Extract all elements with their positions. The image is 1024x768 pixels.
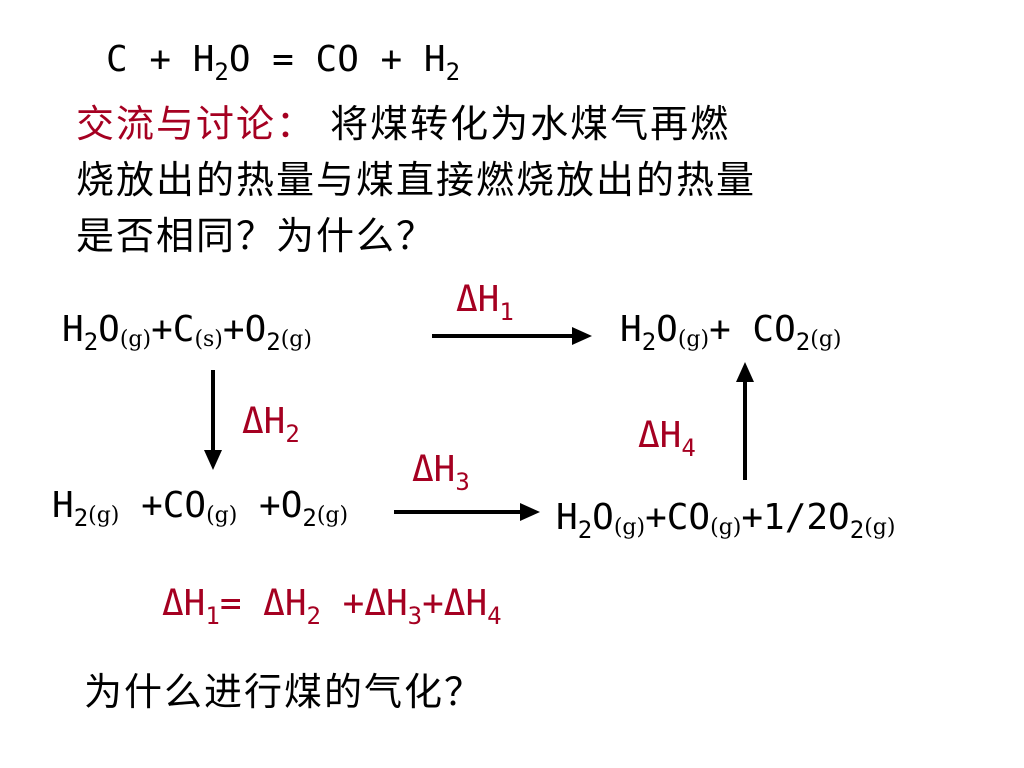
phase-label: (s): [194, 327, 223, 352]
species: O: [98, 309, 120, 350]
label-dh2: ΔH2: [242, 401, 300, 447]
hess-term: = ΔH: [219, 583, 307, 624]
species-sub: 2: [641, 328, 657, 356]
species: +C: [151, 309, 195, 350]
eq-sub: 2: [214, 58, 229, 86]
species: + CO: [709, 309, 796, 350]
arrow-head: [572, 327, 592, 345]
species-sub: 2: [266, 328, 281, 356]
state-intermediate-1: H2(g) +CO(g) +O2(g): [52, 485, 348, 531]
hess-sub: 3: [407, 602, 423, 630]
species-sub: 2: [577, 516, 593, 544]
hess-term: +ΔH: [422, 583, 488, 624]
top-equation: C + H2O = CO + H2: [106, 39, 460, 85]
species: O: [656, 309, 678, 350]
hess-term: +ΔH: [320, 583, 408, 624]
state-end: H2O(g)+ CO2(g): [620, 309, 841, 355]
species-sub: 2: [302, 504, 317, 532]
label-dh4: ΔH4: [638, 415, 696, 461]
species-sub: 2: [849, 516, 865, 544]
phase-label: (g): [613, 515, 646, 540]
eq-mid: O = CO + H: [228, 39, 446, 80]
eq-left: C + H: [106, 39, 215, 80]
question-text: 为什么进行煤的气化？: [84, 670, 485, 714]
species-sub: 2: [795, 328, 811, 356]
phase-label: (g): [710, 515, 742, 540]
eq-sub: 2: [445, 58, 461, 86]
discussion-line: 烧放出的热量与煤直接燃烧放出的热量: [76, 158, 757, 202]
discussion-paragraph: 交流与讨论： 将煤转化为水煤气再燃 烧放出的热量与煤直接燃烧放出的热量 是否相同…: [76, 96, 956, 264]
delta-h-sub: 2: [285, 420, 300, 448]
delta-h-text: ΔH: [456, 279, 500, 320]
species-sub: 2: [83, 328, 99, 356]
discussion-line: 是否相同？为什么？: [76, 214, 437, 258]
state-intermediate-2: H2O(g)+CO(g)+1/2O2(g): [556, 497, 895, 543]
hess-equation: ΔH1= ΔH2 +ΔH3+ΔH4: [162, 583, 502, 629]
discussion-label: 交流与讨论：: [76, 102, 317, 146]
species: +CO: [645, 497, 711, 538]
species: H: [620, 309, 642, 350]
delta-h-sub: 3: [455, 468, 470, 496]
species: +O: [237, 485, 303, 526]
species: +CO: [119, 485, 207, 526]
label-dh3: ΔH3: [412, 449, 470, 495]
phase-label: (g): [677, 327, 710, 352]
phase-label: (g): [864, 515, 896, 540]
species: O: [592, 497, 614, 538]
phase-label: (g): [810, 327, 842, 352]
arrow-head: [736, 362, 754, 382]
state-start: H2O(g)+C(s)+O2(g): [62, 309, 312, 355]
hess-sub: 4: [487, 602, 502, 630]
delta-h-sub: 4: [681, 434, 696, 462]
arrow-head: [204, 450, 222, 470]
delta-h-text: ΔH: [638, 415, 682, 456]
delta-h-text: ΔH: [412, 449, 456, 490]
species: +1/2O: [741, 497, 850, 538]
species: H: [556, 497, 578, 538]
species: H: [52, 485, 74, 526]
delta-h-sub: 1: [499, 298, 514, 326]
phase-label: (g): [316, 503, 349, 528]
discussion-line: 将煤转化为水煤气再燃: [316, 102, 731, 146]
species-sub: 2: [73, 504, 89, 532]
hess-sub: 1: [205, 602, 220, 630]
phase-label: (g): [280, 327, 312, 352]
delta-h-text: ΔH: [242, 401, 286, 442]
hess-term: ΔH: [162, 583, 206, 624]
phase-label: (g): [206, 503, 238, 528]
phase-label: (g): [119, 327, 152, 352]
phase-label: (g): [88, 503, 120, 528]
species: H: [62, 309, 84, 350]
arrow-head: [520, 503, 540, 521]
species: +O: [222, 309, 267, 350]
label-dh1: ΔH1: [456, 279, 514, 325]
hess-sub: 2: [306, 602, 321, 630]
